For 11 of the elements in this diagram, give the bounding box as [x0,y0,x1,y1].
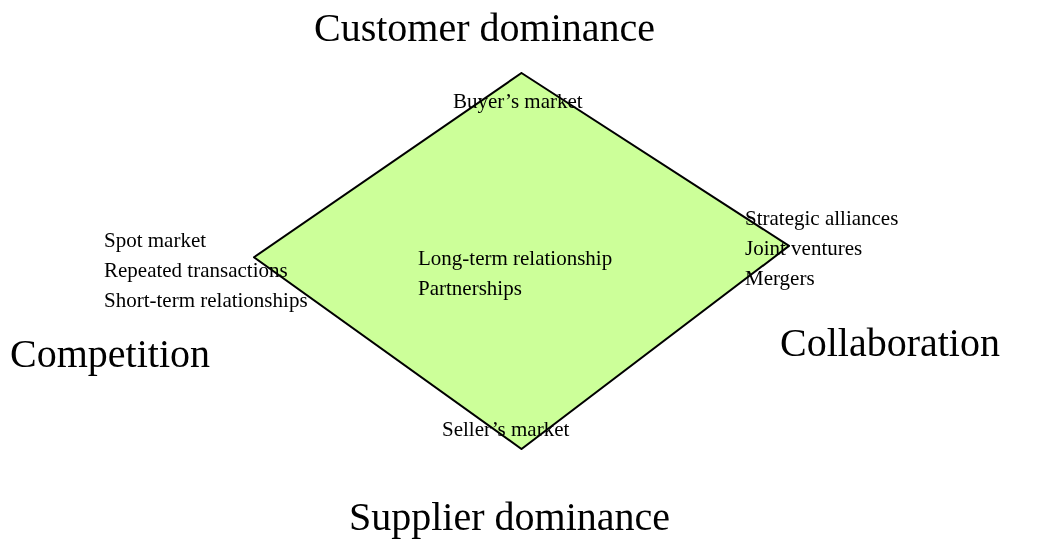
text-label: Short-term relationships [104,288,308,312]
text-label: Joint ventures [745,236,863,260]
text-label: Spot market [104,228,207,252]
axis-label: Competition [10,332,210,376]
axis-label: Supplier dominance [349,495,671,539]
diamond-text: Partnerships [418,275,523,302]
axis-label: Collaboration [780,321,1000,365]
text-label: Mergers [745,266,815,290]
text-label: Strategic alliances [745,206,899,230]
diamond-text: Long-term relationship [418,245,613,272]
axis-label: Customer dominance [314,6,656,50]
